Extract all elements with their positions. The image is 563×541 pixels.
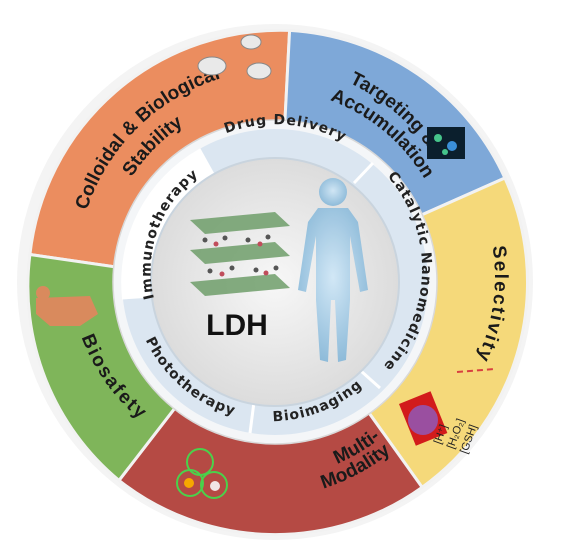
human-body-icon	[298, 178, 368, 362]
nanoparticle-cluster-icon	[197, 34, 272, 80]
ldh-structure-icon	[190, 212, 290, 296]
human-torso-icon	[36, 286, 98, 326]
center-title: LDH	[206, 309, 268, 342]
inner-white-arc	[121, 149, 214, 298]
multimodal-venn-icon	[176, 448, 228, 499]
fluorescence-cells-icon	[427, 127, 465, 159]
